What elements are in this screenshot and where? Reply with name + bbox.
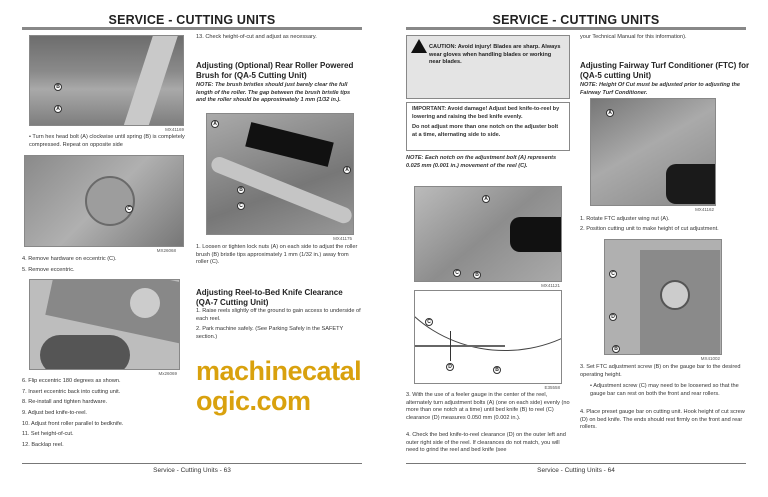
step-text: 3. Set FTC adjustment screw (B) on the g… [580,364,741,378]
bullet-text: • Turn hex head bolt (A) clockwise until… [29,134,185,148]
left-page-header: SERVICE - CUTTING UNITS [108,13,276,27]
step-text: 9. Adjust bed knife-to-reel. [22,410,87,417]
step-text: 13. Check height-of-cut and adjust as ne… [196,34,317,40]
callout-b: B [237,186,245,194]
figure-caption: MX26068 [156,248,176,253]
step-text: 1. Raise reels slightly off the ground t… [196,308,361,322]
callout-c: C [609,270,617,278]
callout-a: A [482,195,490,203]
warning-icon [411,39,427,53]
callout-a: A [343,166,351,174]
callout-c: C [425,318,433,326]
left-page-footer: Service - Cutting Units - 63 [153,467,231,474]
callout-a: A [54,105,62,113]
step-text: 10. Adjust front roller parallel to bedk… [22,420,124,427]
figure-caption: MX41175 [333,236,352,241]
figure-caption: MX41162 [695,207,714,212]
right-page-header: SERVICE - CUTTING UNITS [492,13,660,27]
step-text: 6. Flip eccentric 180 degrees as shown. [22,378,121,384]
watermark: machinecatalogic.com [196,356,362,416]
callout-d: D [609,313,617,321]
step-text: 3. With the use of a feeler gauge in the… [406,392,570,421]
step-text: 2. Position cutting unit to make height … [580,226,719,232]
callout-a: A [211,120,219,128]
callout-b: B [493,366,501,374]
footer-rule [406,463,746,464]
continued-text: your Technical Manual for this informati… [580,34,687,40]
figure-ftc-wing-nut: A [590,98,716,206]
step-list: 6. Flip eccentric 180 degrees as shown. … [22,378,123,450]
figure-caption: MX41169 [165,127,184,132]
step-text: 8. Re-install and tighten hardware. [22,399,108,406]
figure-eccentric-hardware: C [24,155,184,247]
step-text: 12. Backlap reel. [22,442,64,449]
figure-spring-bolt: B A [29,35,184,126]
callout-d: D [446,363,454,371]
caution-box: CAUTION: Avoid injury! Blades are sharp.… [406,35,570,99]
figure-ftc-gauge: C D B [604,239,722,355]
header-rule [22,27,362,30]
callout-c: C [237,202,245,210]
header-rule [406,27,746,30]
note-text: NOTE: Height Of Cut must be adjusted pri… [580,82,741,96]
figure-caption: Mx26069 [158,371,177,376]
callout-b: B [612,345,620,353]
section-heading: Adjusting (Optional) Rear Roller Powered… [196,61,354,80]
callout-b: B [473,271,481,279]
figure-adjustment-bolt: A C B [414,186,562,282]
note-text: NOTE: The brush bristles should just bar… [196,82,351,104]
right-page-footer: Service - Cutting Units - 64 [537,467,615,474]
figure-eccentric-flip [29,279,180,370]
note-text: NOTE: Each notch on the adjustment bolt … [406,155,557,169]
callout-b: B [54,83,62,91]
step-text: 4. Place preset gauge bar on cutting uni… [580,409,745,431]
figure-caption: MX41121 [541,283,560,288]
important-text: Do not adjust more than one notch on the… [412,124,559,138]
figure-roller-brush: A A B C [206,113,354,235]
step-text: 1. Rotate FTC adjuster wing nut (A). [580,216,670,222]
figure-clearance-diagram: C D B [414,290,562,384]
figure-caption: E35558 [544,385,560,390]
section-heading: Adjusting Fairway Turf Conditioner (FTC)… [580,61,750,80]
callout-c: C [125,205,133,213]
step-text: 1. Loosen or tighten lock nuts (A) on ea… [196,244,358,266]
important-text: IMPORTANT: Avoid damage! Adjust bed knif… [412,106,560,120]
bullet-text: • Adjustment screw (C) may need to be lo… [590,383,739,397]
figure-caption: MX41002 [700,356,720,361]
step-text: 7. Insert eccentric back into cutting un… [22,388,121,395]
section-heading: Adjusting Reel-to-Bed Knife Clearance (Q… [196,288,343,307]
callout-a: A [606,109,614,117]
step-text: 4. Check the bed knife-to-reel clearance… [406,432,566,454]
callout-c: C [453,269,461,277]
step-text: 2. Park machine safely. (See Parking Saf… [196,326,344,340]
step-text: 4. Remove hardware on eccentric (C). [22,256,117,262]
important-box: IMPORTANT: Avoid damage! Adjust bed knif… [406,102,570,151]
footer-rule [22,463,362,464]
step-text: 11. Set height-of-cut. [22,431,74,438]
caution-text: CAUTION: Avoid injury! Blades are sharp.… [429,44,561,66]
step-text: 5. Remove eccentric. [22,267,75,273]
